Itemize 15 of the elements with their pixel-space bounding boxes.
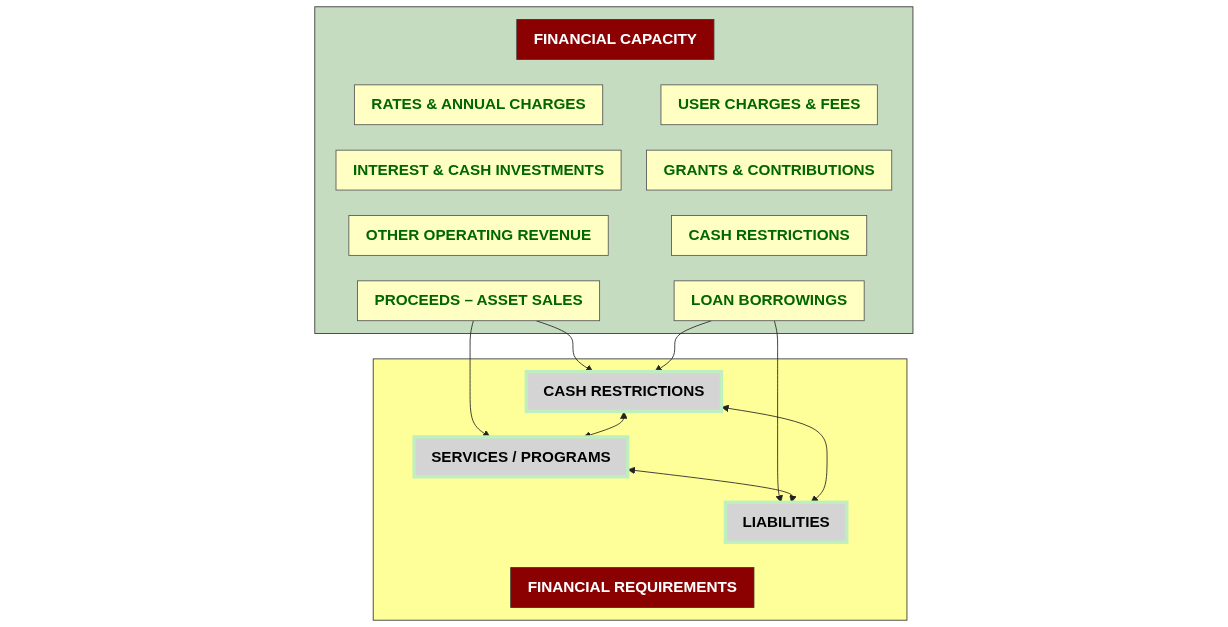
cluster	[372, 358, 908, 621]
node-box: SERVICES / PROGRAMS	[412, 435, 630, 479]
node-box: CASH RESTRICTIONS	[524, 369, 724, 414]
node-box: GRANTS & CONTRIBUTIONS	[646, 149, 893, 191]
node-box: LOAN BORROWINGS	[673, 280, 865, 322]
node-box: FINANCIAL REQUIREMENTS	[510, 567, 755, 608]
node-box: PROCEEDS – ASSET SALES	[357, 280, 601, 322]
node-box: INTEREST & CASH INVESTMENTS	[335, 149, 622, 191]
node-box: CASH RESTRICTIONS	[671, 215, 868, 256]
node-box: FINANCIAL CAPACITY	[516, 19, 715, 60]
cluster	[314, 6, 914, 334]
node-box: OTHER OPERATING REVENUE	[348, 215, 609, 256]
node-box: USER CHARGES & FEES	[660, 84, 878, 126]
node-box: LIABILITIES	[723, 500, 849, 544]
node-box: RATES & ANNUAL CHARGES	[354, 84, 604, 126]
